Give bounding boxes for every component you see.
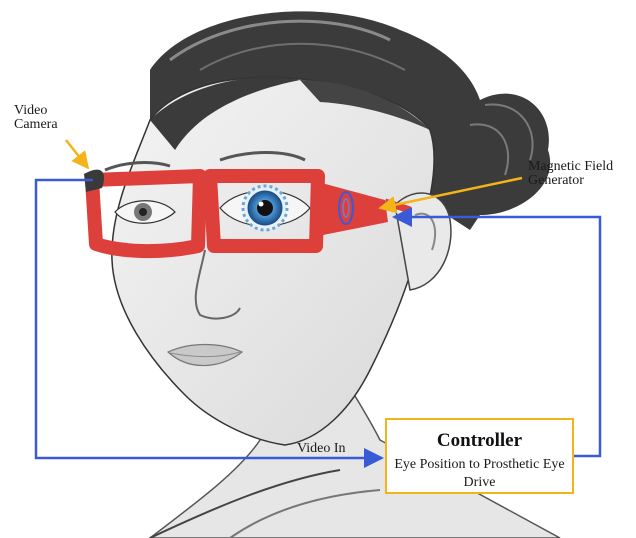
label-magnetic-field-generator: Magnetic Field Generator: [528, 160, 636, 188]
label-video-in: Video In: [297, 442, 346, 456]
face: [105, 77, 451, 445]
controller-description: Eye Position to Prosthetic Eye Drive: [387, 456, 572, 492]
controller-title: Controller: [387, 430, 572, 452]
camera-pointer-arrow: [66, 140, 88, 168]
controller-box: Controller Eye Position to Prosthetic Ey…: [385, 418, 574, 494]
label-video-camera: Video Camera: [14, 104, 84, 132]
